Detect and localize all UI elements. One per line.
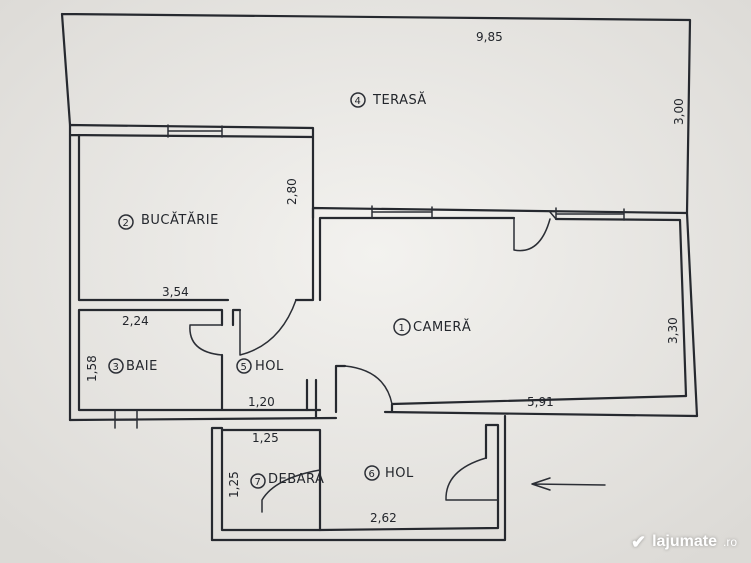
dim-baie-depth: 1,58	[85, 355, 99, 382]
watermark-brand: lajumate	[652, 533, 717, 550]
terasa-outline	[60, 12, 692, 215]
camera-top-wall	[311, 206, 699, 418]
dim-terasa-depth: 3,00	[672, 98, 686, 125]
dim-baie-width: 2,24	[122, 314, 149, 328]
dim-debara-width: 1,25	[252, 431, 279, 445]
checkmark-icon: ✔	[630, 532, 647, 552]
dim-bucatarie-depth: 2,80	[285, 178, 299, 205]
debara-walls	[210, 426, 322, 542]
baie-door-swing	[189, 324, 223, 356]
watermark-domain: .ro	[722, 535, 737, 549]
camera-door-swing	[513, 211, 557, 252]
svg-text:DEBARA: DEBARA	[268, 472, 324, 487]
svg-text:5: 5	[241, 362, 247, 373]
dim-camera-depth: 3,30	[666, 317, 680, 344]
svg-text:4: 4	[355, 96, 361, 107]
svg-text:1: 1	[399, 323, 405, 334]
room-label-camera: 1 CAMERĂ	[393, 318, 471, 336]
lajumate-watermark: ✔ lajumate .ro	[631, 533, 737, 551]
baie-walls	[68, 308, 338, 422]
svg-text:HOL: HOL	[385, 466, 414, 481]
hol6-walls	[210, 414, 507, 542]
room-label-bucatarie: 2 BUCĂTĂRIE	[118, 212, 219, 230]
room-label-debara: 7 DEBARA	[250, 472, 324, 489]
entrance-arrow	[531, 477, 606, 491]
svg-text:TERASĂ: TERASĂ	[372, 92, 427, 108]
svg-text:BAIE: BAIE	[126, 359, 158, 374]
room-label-baie: 3 BAIE	[108, 358, 158, 374]
camera-door-arc	[344, 365, 393, 405]
baie-window	[114, 409, 138, 429]
bucatarie-window	[167, 124, 223, 138]
svg-text:7: 7	[255, 477, 261, 488]
hol5-door-swing	[239, 299, 297, 356]
hol6-door-swing	[445, 457, 499, 501]
debara-door-swing	[261, 469, 321, 513]
bucatarie-walls	[68, 123, 315, 422]
room-label-terasa: 4 TERASĂ	[350, 92, 427, 108]
camera-window-2	[555, 207, 625, 221]
hol5-partition	[305, 378, 318, 420]
svg-text:BUCĂTĂRIE: BUCĂTĂRIE	[141, 212, 219, 228]
svg-text:2: 2	[123, 218, 129, 229]
dim-terasa-width: 9,85	[476, 30, 503, 44]
dim-bucatarie-width: 3,54	[162, 285, 189, 299]
dim-hol6-width: 2,62	[370, 511, 397, 525]
svg-text:CAMERĂ: CAMERĂ	[413, 319, 471, 335]
svg-text:6: 6	[369, 469, 375, 480]
svg-text:3: 3	[113, 362, 119, 373]
dim-debara-depth: 1,25	[227, 471, 241, 498]
room-label-hol-5: 5 HOL	[236, 358, 284, 374]
camera-window-1	[371, 205, 433, 219]
dim-camera-width: 5,91	[527, 395, 554, 409]
room-label-hol-6: 6 HOL	[364, 465, 414, 481]
camera-bottom-wall	[334, 364, 699, 418]
dim-hol5-width: 1,20	[248, 395, 275, 409]
svg-text:HOL: HOL	[255, 359, 284, 374]
